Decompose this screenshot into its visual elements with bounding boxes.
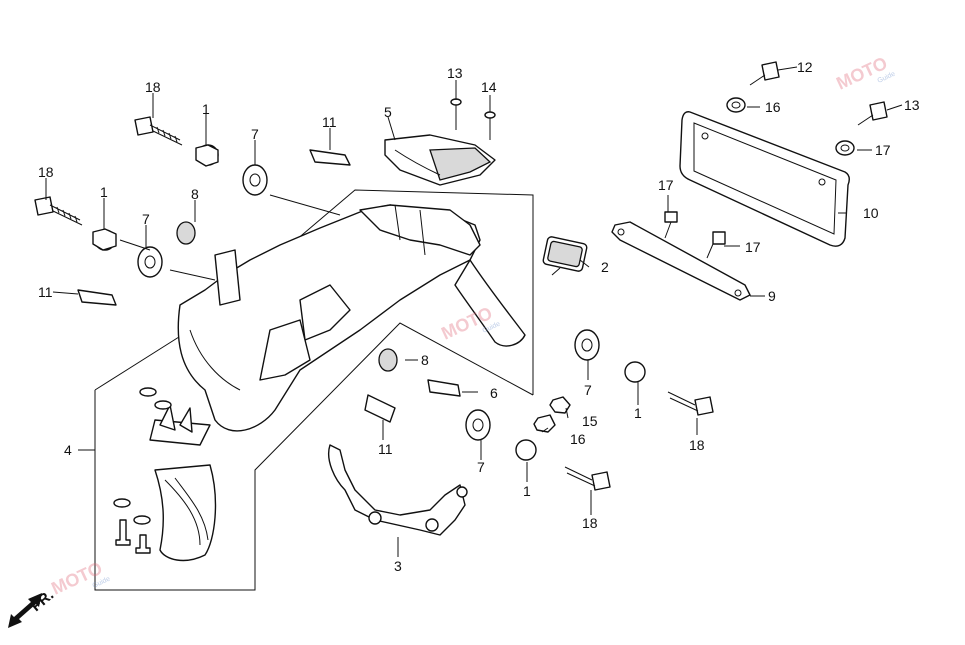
callout-3: 3 <box>394 558 402 574</box>
callout-1: 1 <box>523 483 531 499</box>
plate-frame-part-10 <box>679 111 850 247</box>
callout-16: 16 <box>765 99 781 115</box>
watermark-logo: MOTO Guide <box>833 53 896 94</box>
callout-11: 11 <box>38 284 53 300</box>
leader-lines <box>45 66 903 557</box>
bracket-bar-part-9 <box>611 221 751 301</box>
callout-4: 4 <box>64 442 72 458</box>
collars-1 <box>92 144 646 461</box>
callout-17: 17 <box>745 239 761 255</box>
callout-13: 13 <box>447 65 463 81</box>
callout-6: 6 <box>490 385 498 401</box>
callout-18: 18 <box>689 437 705 453</box>
callout-7: 7 <box>251 126 259 142</box>
grommets-7 <box>137 164 600 441</box>
callout-13: 14 <box>481 79 497 95</box>
callout-labels: 18 18 1 1 7 7 8 11 11 5 13 14 12 13 16 1… <box>38 59 920 574</box>
callout-9: 9 <box>768 288 776 304</box>
callout-2: 2 <box>601 259 609 275</box>
callout-11: 11 <box>378 441 393 457</box>
svg-text:MOTO: MOTO <box>48 558 105 599</box>
callout-7: 7 <box>142 211 150 227</box>
bolt-icon <box>34 196 83 226</box>
callout-14: 15 <box>582 413 598 429</box>
rear-fender <box>113 204 526 562</box>
callout-18: 18 <box>582 515 598 531</box>
callout-17: 17 <box>658 177 674 193</box>
callout-16: 17 <box>875 142 891 158</box>
clips-11 <box>77 149 396 423</box>
screws-13 <box>450 98 496 140</box>
callout-1: 1 <box>202 101 210 117</box>
hardware-12-16-17 <box>664 61 888 259</box>
clip-part-6 <box>427 379 461 397</box>
callout-8: 8 <box>191 186 199 202</box>
callout-7: 7 <box>477 459 485 475</box>
callout-18: 18 <box>145 79 161 95</box>
svg-text:MOTO: MOTO <box>438 303 495 344</box>
callout-11: 11 <box>322 114 337 130</box>
bolt-icon <box>564 466 611 491</box>
rubbers-8 <box>176 221 398 372</box>
watermark-logo: MOTO Guide <box>48 558 111 599</box>
callout-5: 5 <box>384 104 392 120</box>
callout-15: 16 <box>570 431 586 447</box>
callout-18: 18 <box>38 164 54 180</box>
callout-8: 8 <box>421 352 429 368</box>
callout-10: 10 <box>863 205 879 221</box>
callout-1: 1 <box>634 405 642 421</box>
front-direction-indicator: FR. <box>8 587 57 628</box>
bolt-icon <box>134 116 183 146</box>
bracket-part-3 <box>328 444 468 536</box>
bolts-18 <box>34 116 714 491</box>
callout-7: 7 <box>584 382 592 398</box>
callout-12: 13 <box>904 97 920 113</box>
callout-1: 1 <box>100 184 108 200</box>
svg-text:MOTO: MOTO <box>833 53 890 94</box>
reflector-part-2 <box>542 236 588 276</box>
cover-part-5 <box>384 134 496 186</box>
nuts-14-15 <box>533 396 571 433</box>
assembly-outline <box>94 189 534 591</box>
bolt-icon <box>667 391 714 416</box>
arrow-down-left-icon <box>8 593 42 628</box>
callout-12: 12 <box>797 59 813 75</box>
